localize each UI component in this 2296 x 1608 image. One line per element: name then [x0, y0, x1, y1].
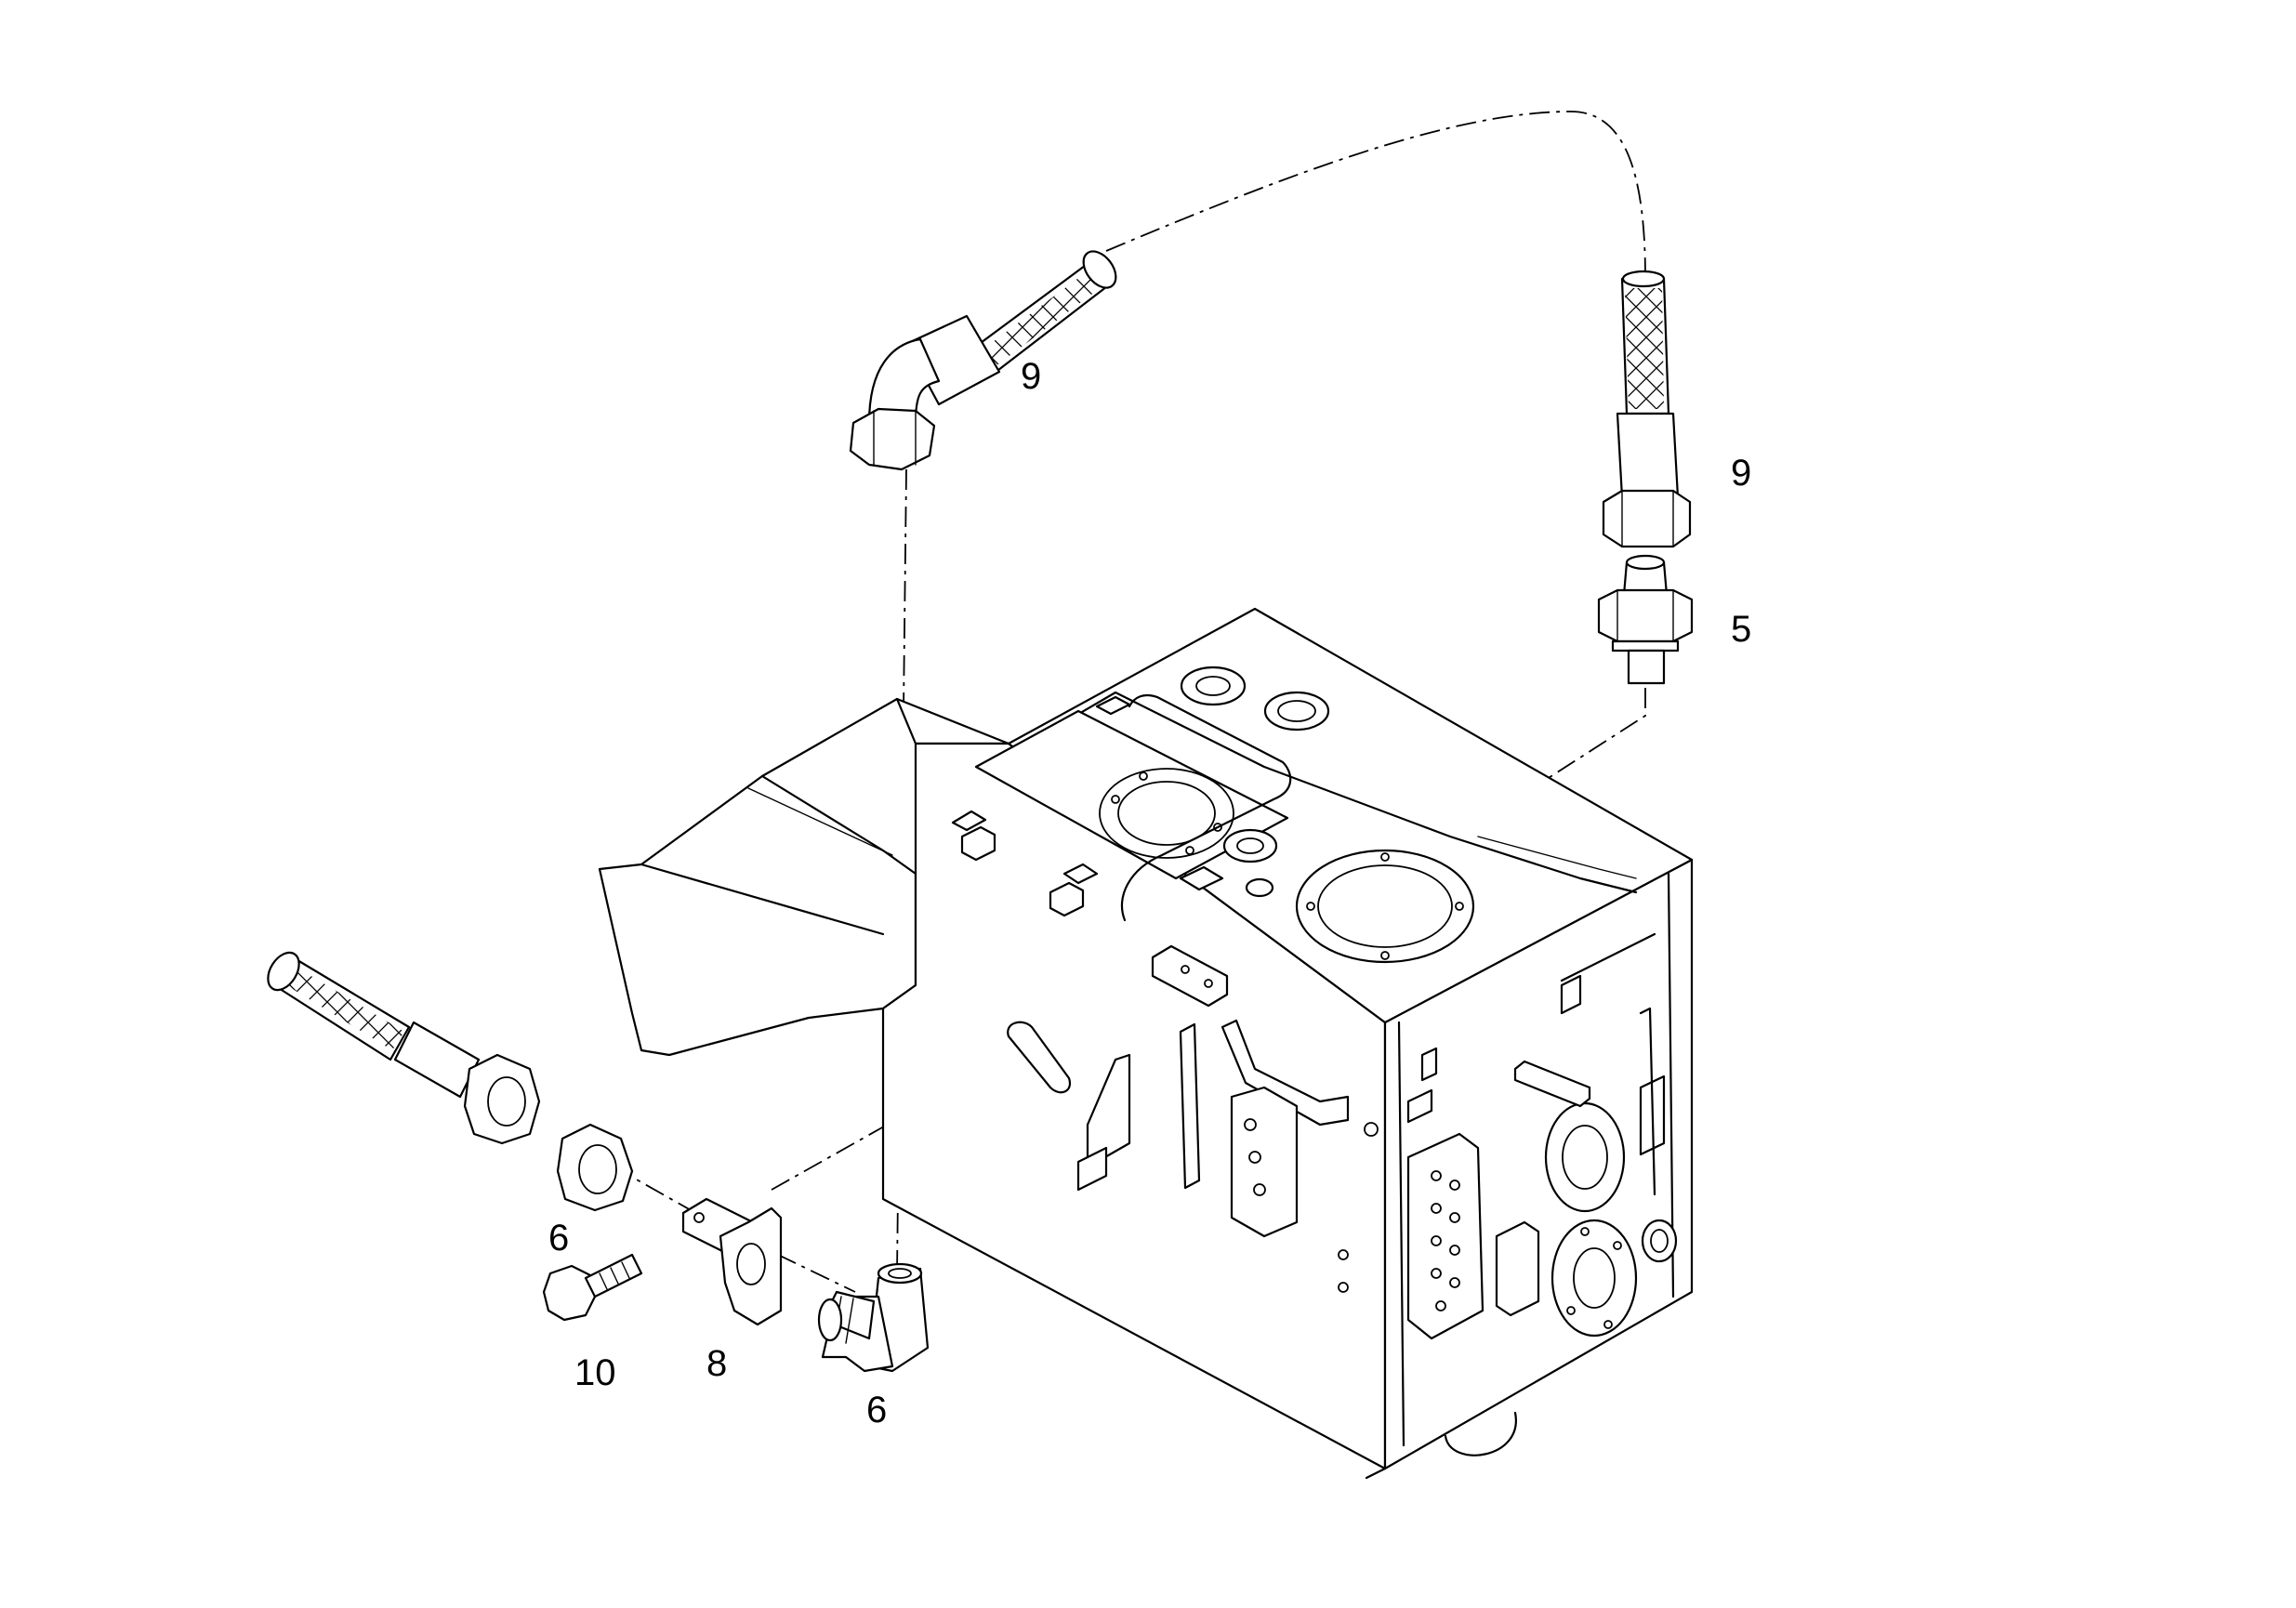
bolt: [542, 1253, 643, 1322]
hose-elbow: [867, 337, 941, 425]
hose-ferrule-lower: [393, 1021, 481, 1099]
mount-block-1: [960, 825, 996, 862]
vertical-strip: [1179, 1022, 1201, 1190]
round-port-upper: [1544, 1101, 1626, 1213]
elbow-fitting: [817, 1262, 930, 1373]
side-mount-bar: [1151, 944, 1229, 1008]
callout-bolt: 10: [574, 1352, 616, 1393]
callout-labels: 9 9 5 6 10 8 6: [548, 356, 1751, 1430]
callout-adapter-fitting: 5: [1731, 609, 1751, 650]
label-plate: [1513, 1060, 1591, 1108]
tank-assembly: [598, 607, 1694, 1480]
hose-loop-line: [1105, 111, 1646, 280]
callout-bracket: 8: [706, 1343, 727, 1384]
callout-hose-top-right: 9: [1731, 453, 1751, 494]
wire-handle: [1120, 693, 1292, 922]
top-clips: [951, 695, 1224, 891]
link-plate: [1007, 1021, 1072, 1094]
terminal-plate: [1406, 1132, 1484, 1340]
top-grommets: [1180, 666, 1330, 898]
callout-hose-top-left: 9: [1021, 356, 1041, 397]
filler-ring: [1295, 849, 1475, 964]
hose-elbow-nut: [849, 407, 936, 471]
mount-block-2: [1049, 881, 1085, 917]
round-port-lower: [1550, 1219, 1638, 1338]
hose-upper-right: [1602, 270, 1692, 548]
mounting-bracket: [681, 1197, 783, 1326]
callout-elbow-fitting: 6: [866, 1390, 887, 1430]
callout-nut-left: 6: [548, 1218, 569, 1259]
hole-strip-plate: [1230, 1086, 1299, 1238]
relay-block: [1495, 1220, 1540, 1317]
hose-upper-left: [849, 250, 1117, 471]
tank-top-face: [1007, 607, 1694, 1024]
hose-nut-right: [1602, 489, 1692, 548]
adapter-fitting: [1597, 554, 1694, 685]
loose-nut: [556, 1123, 634, 1212]
hose-ferrule-right: [1616, 412, 1680, 499]
hose-lower-left: [267, 951, 541, 1145]
